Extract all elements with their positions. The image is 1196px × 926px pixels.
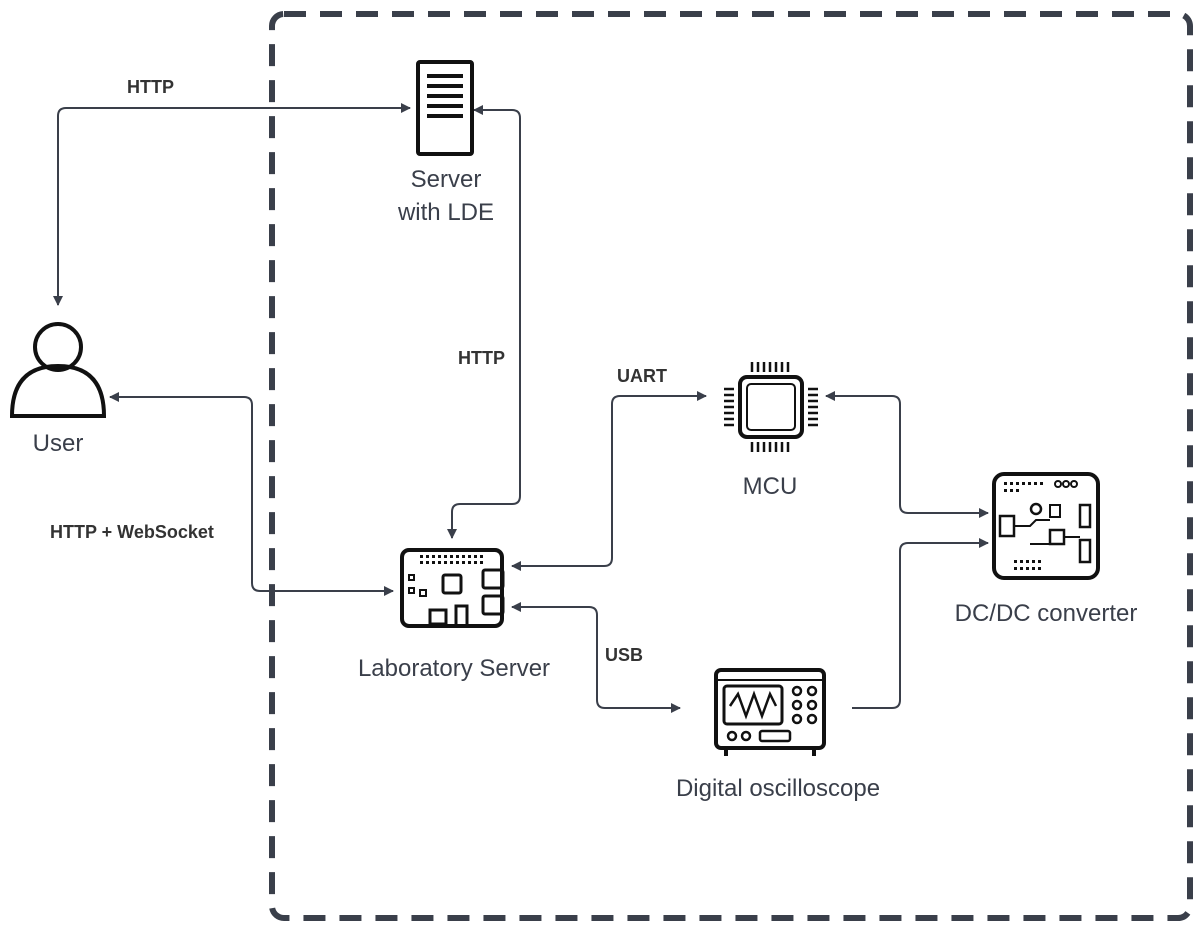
mcu-label: MCU <box>742 473 798 500</box>
edge-label-lab-server-server-lde: HTTP <box>458 348 505 368</box>
microchip-icon <box>724 362 818 452</box>
server-rack-icon <box>416 60 474 156</box>
edge-user-server-lde <box>53 103 411 306</box>
circuit-board-icon <box>992 472 1100 580</box>
edge-user-lab-server <box>109 392 394 596</box>
oscilloscope-icon <box>714 668 826 756</box>
server-lde-label-line1: Server <box>410 166 482 193</box>
edge-oscilloscope-dcdc <box>852 538 989 709</box>
lab-boundary <box>269 11 1193 921</box>
oscilloscope-label: Digital oscilloscope <box>675 775 881 802</box>
edge-label-lab-server-oscilloscope: USB <box>605 645 644 665</box>
lab-server-label: Laboratory Server <box>357 655 551 682</box>
edge-label-user-server-lde: HTTP <box>127 77 174 97</box>
user-label: User <box>32 430 84 457</box>
user-icon <box>9 322 107 418</box>
edge-lab-server-mcu <box>511 391 707 571</box>
edge-lab-server-oscilloscope <box>511 602 681 713</box>
server-lde-label-line2: with LDE <box>397 199 495 226</box>
edge-label-user-lab-server: HTTP + WebSocket <box>50 522 214 542</box>
edge-mcu-dcdc <box>825 391 989 518</box>
edge-label-lab-server-mcu: UART <box>617 366 667 386</box>
single-board-computer-icon <box>400 548 505 628</box>
dcdc-label: DC/DC converter <box>954 600 1138 627</box>
